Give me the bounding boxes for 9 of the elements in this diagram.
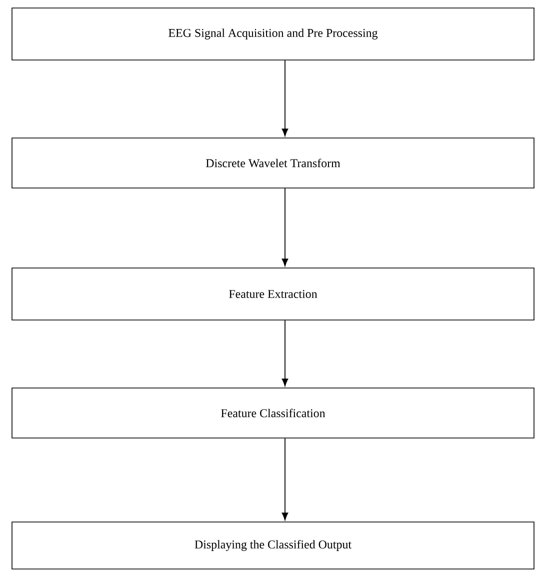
process-box: Discrete Wavelet Transform xyxy=(12,138,534,188)
arrow xyxy=(282,438,288,520)
process-box: Feature Classification xyxy=(12,388,534,438)
process-box: Displaying the Classified Output xyxy=(12,522,534,570)
arrow xyxy=(282,320,288,386)
process-box: EEG Signal Acquisition and Pre Processing xyxy=(12,8,534,60)
process-box: Feature Extraction xyxy=(12,268,534,320)
arrow xyxy=(282,188,288,266)
arrow xyxy=(282,60,288,136)
